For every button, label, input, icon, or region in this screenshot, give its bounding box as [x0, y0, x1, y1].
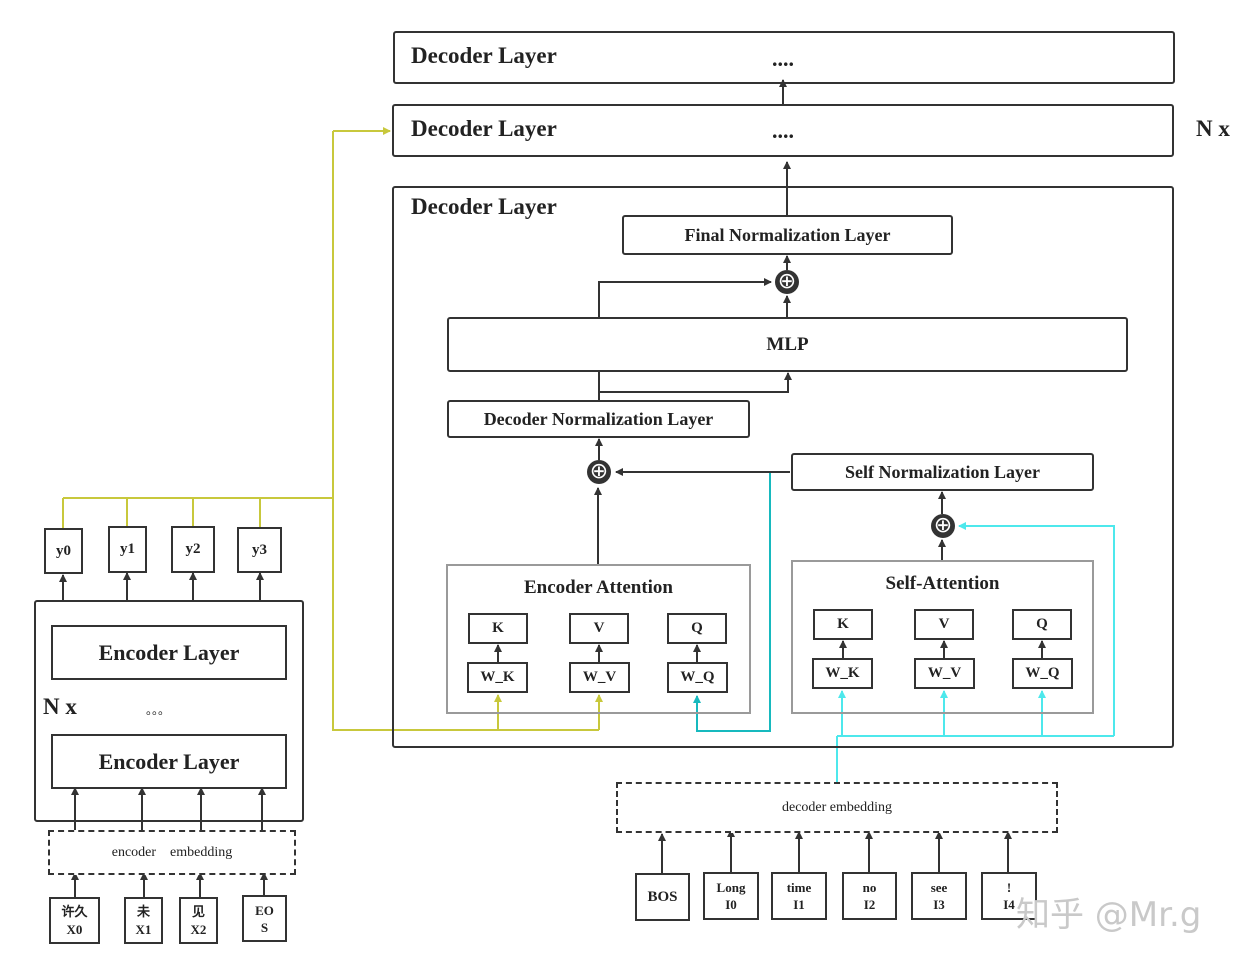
encoder-attention-v: V — [569, 613, 629, 644]
encoder-output-y0: y0 — [44, 528, 83, 574]
decoder-normalization-layer: Decoder Normalization Layer — [447, 400, 750, 438]
self-attention-wk: W_K — [812, 658, 873, 689]
decoder-layer-second-dots: .... — [772, 118, 794, 143]
encoder-token-line2: X1 — [135, 921, 152, 937]
encoder-attention-wv: W_V — [569, 662, 630, 693]
self-attention-v: V — [914, 609, 974, 640]
residual-add-icon: ⊕ — [931, 514, 955, 538]
encoder-attention-wq: W_Q — [667, 662, 728, 693]
self-attention-block — [791, 560, 1094, 714]
decoder-token-line2: I1 — [793, 897, 805, 912]
self-attention-q: Q — [1012, 609, 1072, 640]
decoder-token-line1: ! — [1006, 880, 1012, 895]
encoder-ellipsis: 。。。 — [146, 703, 171, 717]
encoder-token-line1: EO — [255, 902, 274, 918]
encoder-embedding: encoder embedding — [48, 830, 296, 875]
decoder-token-bos: BOS — [635, 873, 690, 921]
decoder-layer-detail — [392, 186, 1174, 748]
decoder-token-line1: see — [930, 880, 948, 895]
self-attention-title: Self-Attention — [885, 573, 1000, 594]
self-attention-wq: W_Q — [1012, 658, 1073, 689]
encoder-attention-wk: W_K — [467, 662, 528, 693]
encoder-token-line1: 见 — [191, 904, 205, 920]
residual-add-icon: ⊕ — [775, 270, 799, 294]
self-attention-wv: W_V — [914, 658, 975, 689]
decoder-layer-second-title: Decoder Layer — [411, 116, 557, 141]
encoder-attention-k: K — [468, 613, 528, 644]
decoder-token-line2: I3 — [933, 897, 945, 912]
encoder-token-line1: 许久 — [61, 904, 88, 920]
decoder-layer-detail-title: Decoder Layer — [411, 194, 557, 219]
encoder-attention-title: Encoder Attention — [523, 577, 673, 598]
decoder-token-exclaim: ! I4 — [981, 872, 1037, 920]
encoder-attention-q: Q — [667, 613, 727, 644]
decoder-token-line2: I2 — [863, 897, 876, 912]
self-attention-k: K — [813, 609, 873, 640]
decoder-layer-top-title: Decoder Layer — [411, 43, 557, 68]
decoder-token-line1: time — [786, 880, 812, 895]
encoder-token-line1: 未 — [136, 904, 150, 920]
encoder-stack — [34, 600, 304, 822]
decoder-layer-second — [392, 104, 1174, 157]
decoder-embedding: decoder embedding — [616, 782, 1058, 833]
encoder-attention-block — [446, 564, 751, 714]
mlp-block: MLP — [447, 317, 1128, 372]
self-normalization-layer: Self Normalization Layer — [791, 453, 1094, 491]
decoder-layer-top-dots: .... — [772, 46, 794, 71]
encoder-output-y3: y3 — [237, 527, 282, 573]
decoder-token-line1: no — [862, 880, 877, 895]
encoder-repeat-label: N x — [43, 694, 77, 719]
encoder-layer-bottom: Encoder Layer — [51, 734, 287, 789]
decoder-layer-top — [393, 31, 1175, 84]
decoder-token-line1: BOS — [647, 888, 678, 905]
encoder-output-y2: y2 — [171, 526, 215, 573]
encoder-output-y1: y1 — [108, 526, 147, 573]
encoder-token-line2: X2 — [190, 921, 207, 937]
encoder-token-line2: S — [260, 919, 269, 935]
encoder-layer-top: Encoder Layer — [51, 625, 287, 680]
residual-add-icon: ⊕ — [587, 460, 611, 484]
decoder-token-line1: Long — [716, 880, 746, 895]
decoder-token-line2: I0 — [725, 897, 737, 912]
decoder-repeat-label: N x — [1196, 116, 1230, 141]
watermark: 知乎 @Mr.g — [1016, 895, 1202, 935]
decoder-token-line2: I4 — [1003, 897, 1015, 912]
final-normalization-layer: Final Normalization Layer — [622, 215, 953, 255]
encoder-token-line2: X0 — [66, 921, 83, 937]
